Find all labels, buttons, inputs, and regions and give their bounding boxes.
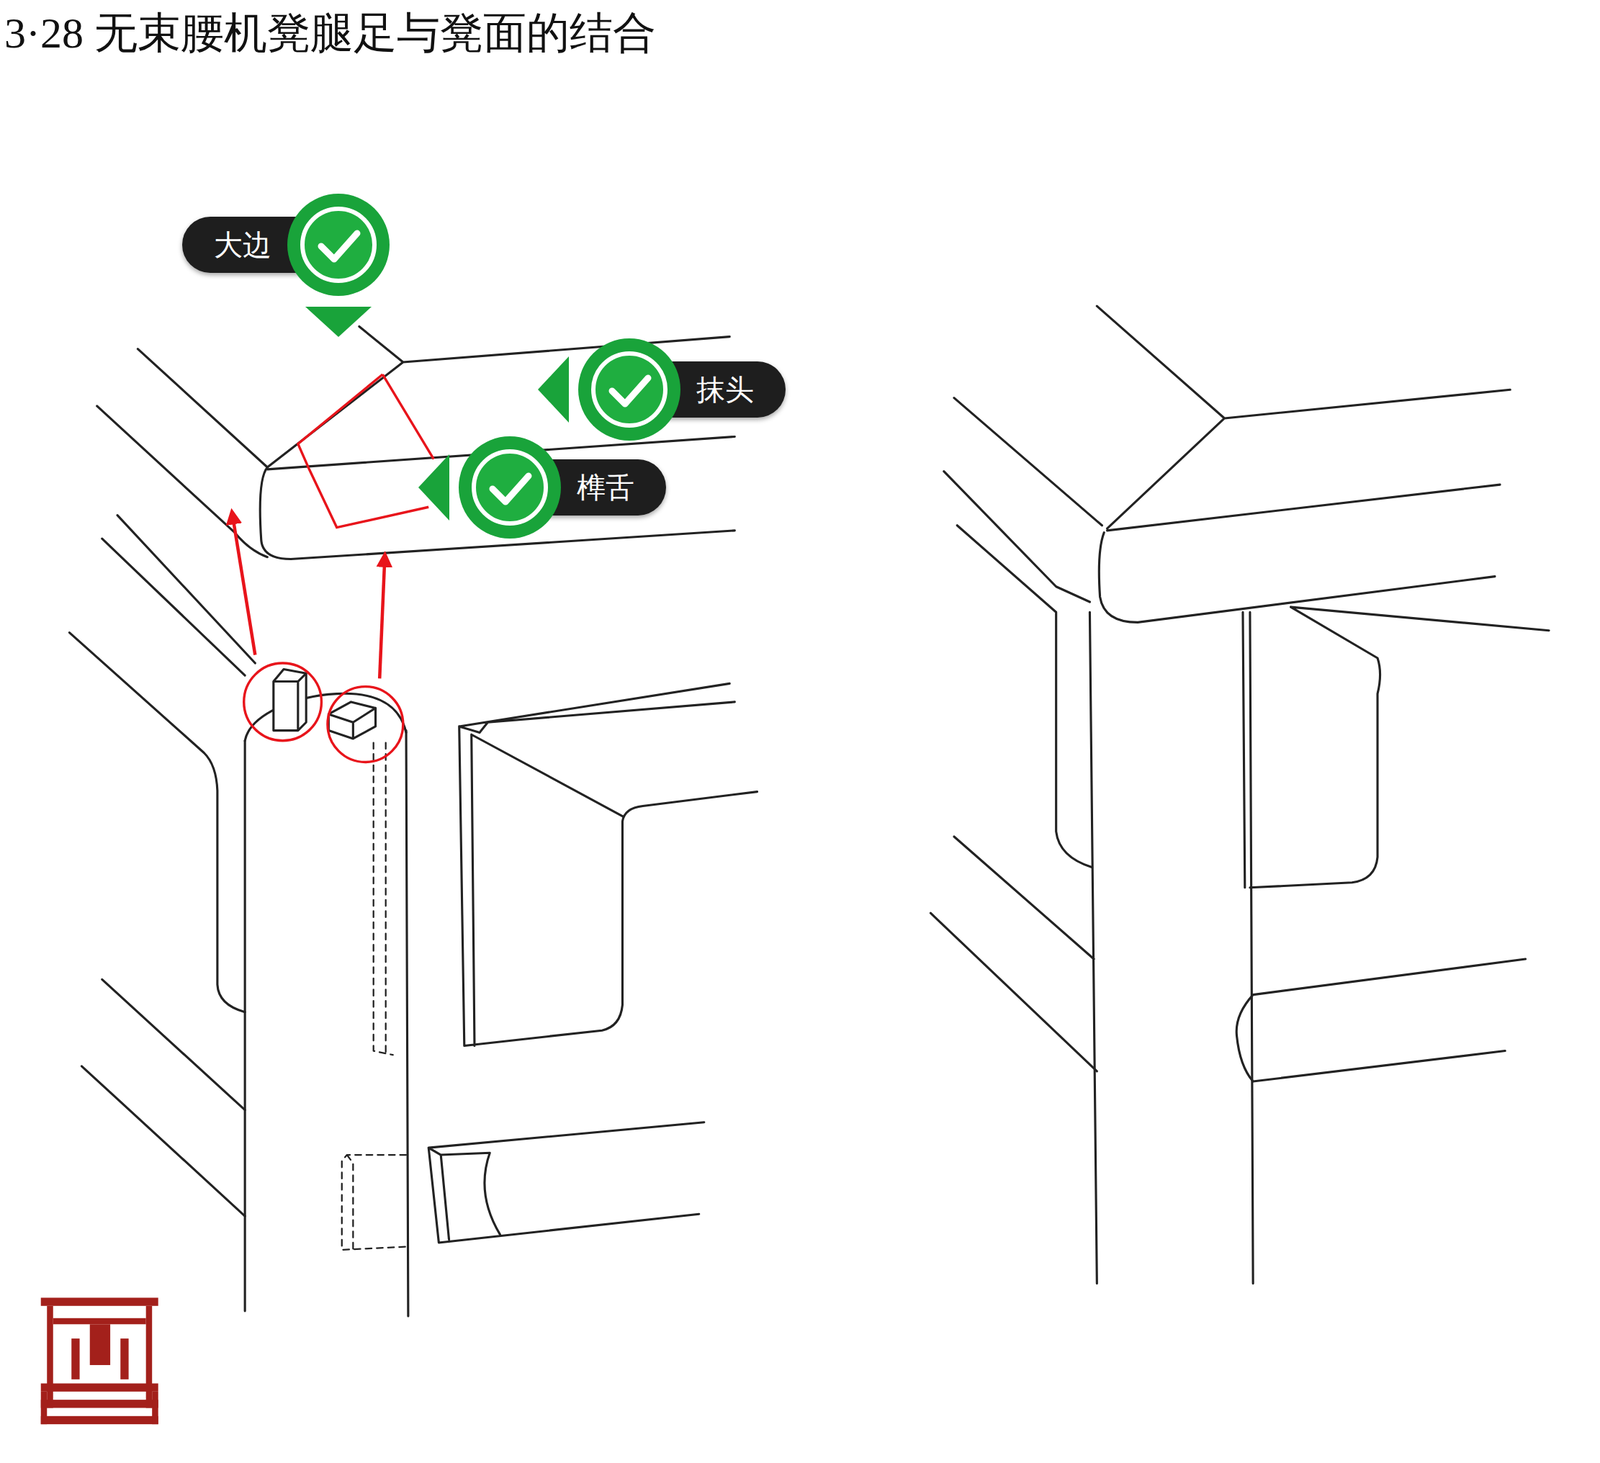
marker-ring (593, 353, 666, 426)
line-art (69, 632, 245, 1013)
callout-pill: 大边 (182, 216, 339, 273)
part-name: 榫舌 (576, 459, 635, 516)
check-mark (612, 378, 649, 404)
line-art (459, 683, 758, 1046)
part-name: 大边 (213, 216, 272, 273)
marker-ring (302, 208, 375, 281)
check-marker-shape (287, 193, 390, 337)
line-art (53, 1318, 147, 1325)
marker-disc (287, 193, 390, 296)
marker-disc (578, 338, 681, 441)
line-art (1098, 532, 1495, 623)
line-art (90, 1324, 111, 1366)
marker-pointer (537, 356, 569, 423)
line-art (244, 693, 407, 741)
line-art (41, 1383, 159, 1392)
line-art (1089, 612, 1253, 1284)
assembly-arrows (232, 516, 385, 679)
right-assembled-view (930, 306, 1549, 1284)
line-art (41, 1391, 48, 1425)
line-art (97, 406, 268, 558)
line-art (244, 730, 409, 1317)
callout-pill: 榫舌 (509, 459, 667, 516)
check-marker-shape (537, 338, 681, 441)
line-art (379, 559, 385, 680)
marker-pointer (418, 454, 450, 521)
seal-stamp (41, 1297, 159, 1425)
check-marker-shape (418, 436, 561, 539)
line-art (71, 1338, 80, 1380)
check-mark (321, 233, 358, 260)
line-art (328, 702, 376, 739)
line-art (273, 669, 307, 731)
line-art (342, 1154, 407, 1251)
line-art (327, 686, 404, 763)
marker-ring (473, 451, 546, 524)
line-art (373, 743, 394, 1056)
line-art (298, 374, 434, 528)
line-art (137, 326, 735, 469)
callout-pill: 抹头 (629, 361, 786, 418)
line-art (930, 836, 1097, 1072)
line-art (146, 1306, 153, 1409)
marker-pointer (305, 306, 372, 337)
line-art (102, 515, 256, 676)
part-name: 抹头 (696, 361, 754, 418)
line-art (41, 1297, 159, 1306)
line-art (41, 1399, 159, 1408)
line-art (244, 663, 322, 741)
line-art (232, 516, 255, 656)
figure-title: 3·28 无束腰机凳腿足与凳面的结合 (4, 4, 656, 63)
tenon-outline (244, 374, 435, 762)
line-art (120, 1338, 129, 1380)
marker-disc (458, 436, 561, 539)
line-art (1236, 959, 1526, 1082)
line-art (151, 1391, 159, 1425)
line-art (81, 979, 245, 1217)
check-mark (492, 475, 529, 502)
left-exploded-view (69, 326, 757, 1317)
line-art (428, 1122, 705, 1243)
line-art (41, 1416, 159, 1425)
line-art (46, 1306, 54, 1409)
line-art (954, 306, 1510, 531)
line-art (1250, 607, 1549, 888)
line-art (944, 471, 1092, 868)
